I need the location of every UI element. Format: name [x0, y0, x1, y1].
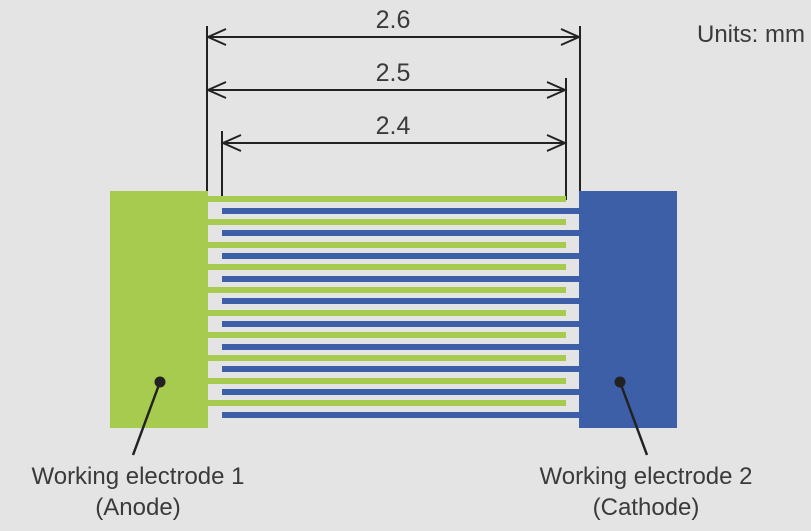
cathode-finger	[222, 208, 580, 214]
cathode-finger	[222, 389, 580, 395]
dimension-label-inner: 2.4	[376, 112, 411, 140]
units-label: Units: mm	[697, 21, 805, 48]
leader-left	[131, 376, 166, 456]
electrode-right-sublabel: (Cathode)	[593, 494, 700, 521]
cathode-finger	[222, 230, 580, 236]
cathode-finger	[222, 298, 580, 304]
electrode-right-label: Working electrode 2	[540, 463, 753, 490]
anode-finger	[207, 264, 566, 270]
anode-finger	[207, 219, 566, 225]
cathode-finger	[222, 253, 580, 259]
dimension-line-middle	[205, 81, 568, 99]
leader-right	[614, 376, 649, 456]
anode-finger	[207, 310, 566, 316]
anode-finger	[207, 287, 566, 293]
cathode-pad	[579, 191, 677, 428]
anode-finger	[207, 355, 566, 361]
leader-dot-right	[614, 376, 626, 388]
cathode-finger	[222, 321, 580, 327]
anode-finger	[207, 378, 566, 384]
cathode-finger	[222, 344, 580, 350]
dimension-line-outer	[205, 28, 582, 46]
electrode-left-label: Working electrode 1	[32, 463, 245, 490]
dimension-label-outer: 2.6	[376, 6, 411, 34]
dimension-lines	[205, 28, 582, 152]
anode-finger	[207, 196, 566, 202]
dimension-label-middle: 2.5	[376, 59, 411, 87]
cathode-finger	[222, 276, 580, 282]
cathode-finger	[222, 412, 580, 418]
anode-pad	[110, 191, 208, 428]
cathode-finger	[222, 366, 580, 372]
anode-finger	[207, 400, 566, 406]
electrode-left-sublabel: (Anode)	[95, 494, 180, 521]
dimension-line-inner	[220, 134, 568, 152]
leader-dot-left	[154, 376, 166, 388]
anode-finger	[207, 242, 566, 248]
interdigitated-fingers	[207, 196, 580, 418]
anode-finger	[207, 332, 566, 338]
